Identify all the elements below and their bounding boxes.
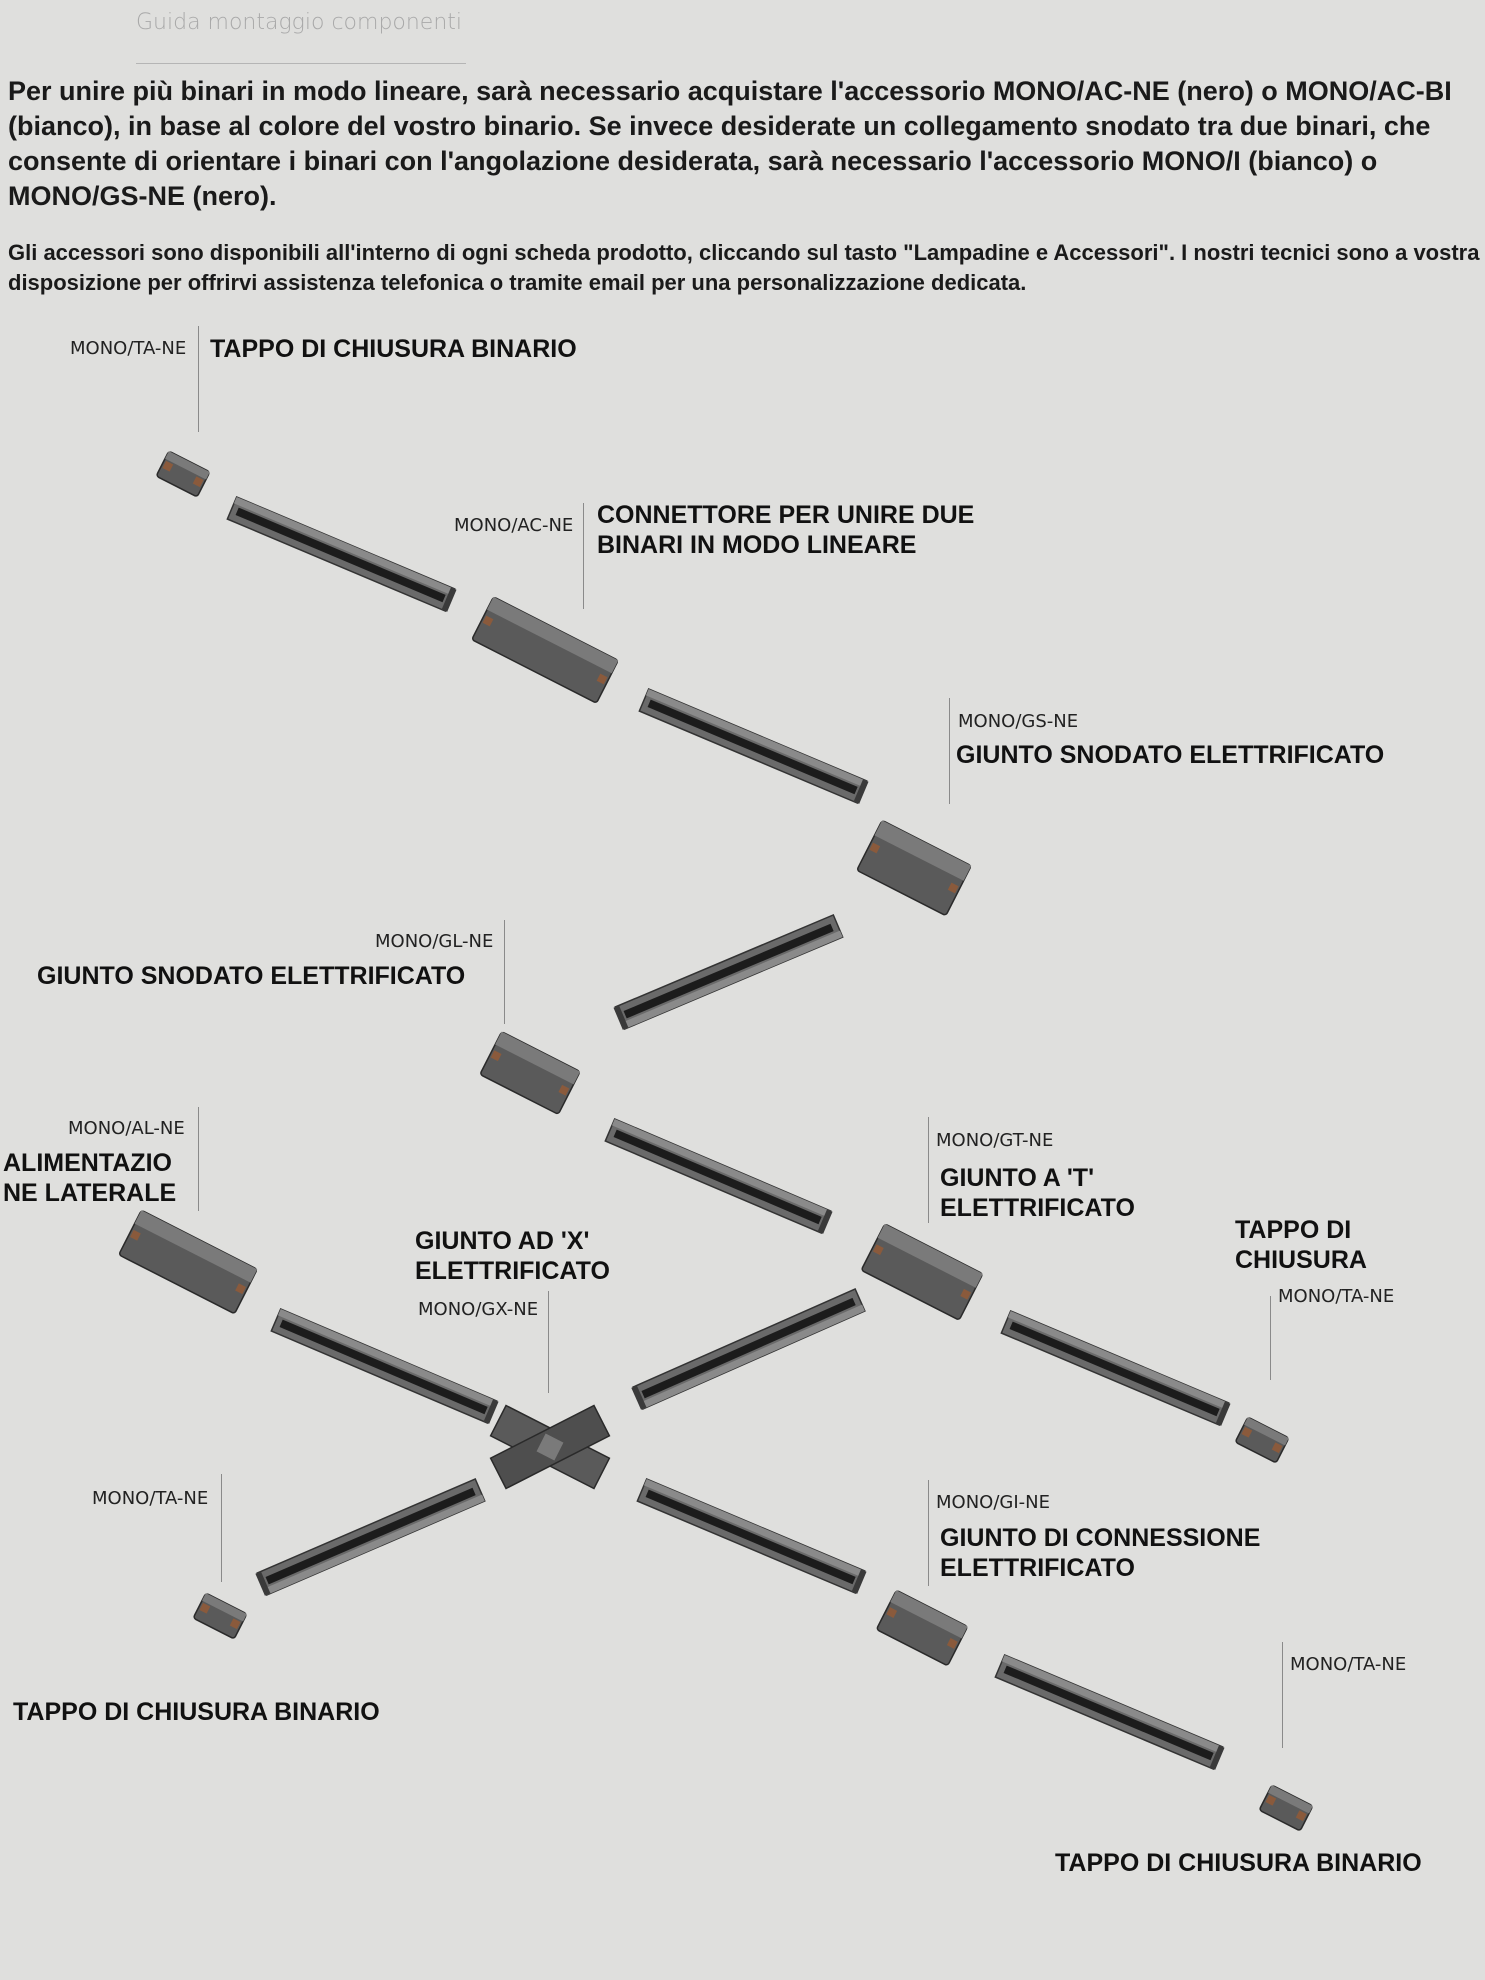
t-joint-gt-ne	[861, 1223, 983, 1320]
connection-joint-gi-ne	[876, 1590, 968, 1666]
track-rail	[604, 1117, 833, 1235]
track-rail	[613, 913, 844, 1031]
flexible-joint-gl-ne	[480, 1031, 581, 1115]
info-paragraph: Gli accessori sono disponibili all'inter…	[8, 240, 1480, 295]
subtitle-divider	[136, 63, 466, 64]
code-gl-ne: MONO/GL-NE	[375, 931, 494, 952]
code-ta-ne-bottom-right: MONO/TA-NE	[1290, 1654, 1407, 1675]
leader-line	[583, 503, 584, 609]
end-cap-ta-ne	[1259, 1785, 1313, 1831]
track-rail	[270, 1307, 499, 1425]
leader-line	[198, 1107, 199, 1211]
leader-line	[548, 1291, 549, 1393]
code-al-ne: MONO/AL-NE	[68, 1118, 185, 1139]
label-giunto-connessione-line2: ELETTRIFICATO	[940, 1554, 1135, 1582]
label-giunto-t-line1: GIUNTO A 'T'	[940, 1164, 1095, 1192]
track-rail	[636, 1477, 867, 1595]
label-alimentazione-line1: ALIMENTAZIO	[3, 1149, 172, 1177]
label-tappo-bottom-left: TAPPO DI CHIUSURA BINARIO	[13, 1698, 380, 1726]
track-rail	[994, 1653, 1225, 1771]
code-gx-ne: MONO/GX-NE	[418, 1299, 539, 1320]
label-giunto-snodato-gl: GIUNTO SNODATO ELETTRIFICATO	[37, 962, 466, 990]
leader-line	[504, 920, 505, 1024]
leader-line	[928, 1117, 929, 1223]
x-joint-gx-ne	[489, 1404, 611, 1490]
label-tappo-top: TAPPO DI CHIUSURA BINARIO	[210, 335, 577, 363]
code-ta-ne-top: MONO/TA-NE	[70, 338, 187, 359]
track-rail	[631, 1288, 866, 1410]
label-giunto-x-line1: GIUNTO AD 'X'	[415, 1227, 590, 1255]
label-giunto-x-line2: ELETTRIFICATO	[415, 1257, 610, 1285]
code-ta-ne-right: MONO/TA-NE	[1278, 1286, 1395, 1307]
track-rail	[226, 495, 457, 613]
linear-connector-ac-ne	[472, 596, 619, 703]
page-subtitle: Guida montaggio componenti	[136, 10, 463, 35]
label-tappo-bottom-right: TAPPO DI CHIUSURA BINARIO	[1055, 1849, 1422, 1877]
leader-line	[1282, 1642, 1283, 1748]
intro-paragraph: Per unire più binari in modo lineare, sa…	[8, 76, 1452, 211]
code-gs-ne: MONO/GS-NE	[958, 711, 1079, 732]
leader-line	[1270, 1296, 1271, 1380]
code-gt-ne: MONO/GT-NE	[936, 1130, 1054, 1151]
label-connettore-line2: BINARI IN MODO LINEARE	[597, 531, 917, 559]
leader-line	[928, 1480, 929, 1586]
side-feed-al-ne	[119, 1210, 258, 1314]
leader-line	[221, 1474, 222, 1582]
label-alimentazione-line2: NE LATERALE	[3, 1179, 177, 1207]
track-rail	[638, 687, 869, 805]
label-giunto-snodato-gs: GIUNTO SNODATO ELETTRIFICATO	[956, 741, 1385, 769]
flexible-joint-gs-ne	[857, 820, 972, 916]
label-giunto-connessione-line1: GIUNTO DI CONNESSIONE	[940, 1524, 1261, 1552]
label-connettore-line1: CONNETTORE PER UNIRE DUE	[597, 501, 975, 529]
track-rail	[1000, 1309, 1231, 1427]
code-ta-ne-bottom-left: MONO/TA-NE	[92, 1488, 209, 1509]
leader-line	[949, 698, 950, 804]
leader-line	[198, 326, 199, 432]
label-giunto-t-line2: ELETTRIFICATO	[940, 1194, 1135, 1222]
code-gi-ne: MONO/GI-NE	[936, 1492, 1050, 1513]
label-tappo-right-line1: TAPPO DI	[1235, 1216, 1352, 1244]
track-rail	[255, 1477, 486, 1597]
end-cap-ta-ne	[1235, 1417, 1289, 1463]
end-cap-ta-ne	[156, 451, 210, 497]
label-tappo-right-line2: CHIUSURA	[1235, 1246, 1367, 1274]
end-cap-ta-ne	[193, 1593, 247, 1639]
code-ac-ne: MONO/AC-NE	[454, 515, 574, 536]
